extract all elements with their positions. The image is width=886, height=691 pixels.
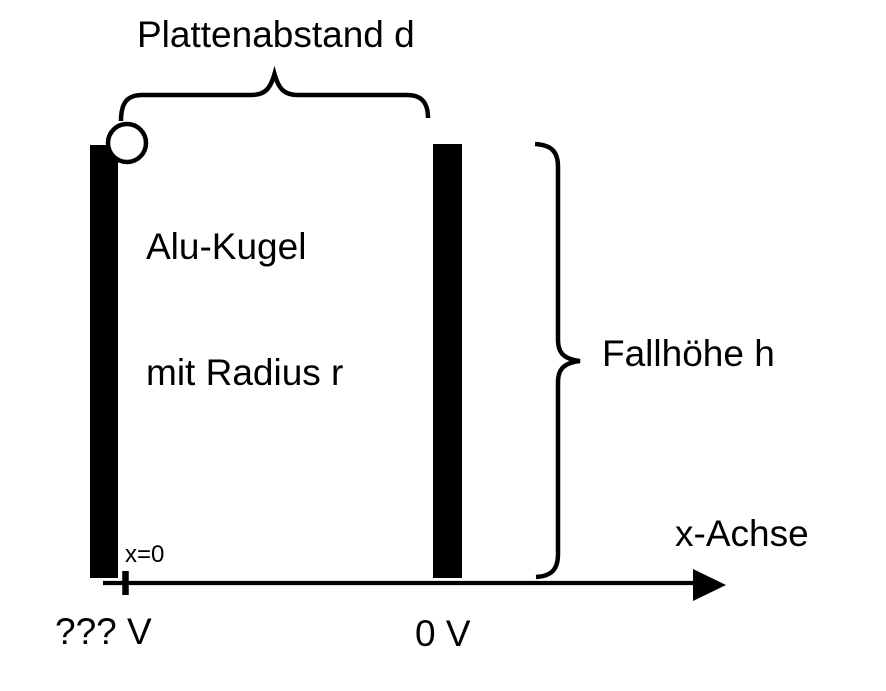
ball-label-line1: Alu-Kugel [146,226,307,267]
plate-distance-brace [118,65,431,122]
plate-distance-label: Plattenabstand d [137,14,415,55]
left-plate [90,145,118,578]
fall-height-label: Fallhöhe h [602,333,775,374]
x-axis-label: x-Achse [675,513,809,554]
right-plate-voltage-label: 0 V [415,613,471,654]
fall-height-brace [534,141,581,580]
alu-ball-icon [105,121,149,165]
right-plate [433,144,462,578]
ball-label-line2: mit Radius r [146,352,344,393]
x-axis-arrowhead-icon [693,569,726,601]
left-plate-voltage-label: ??? V [55,611,152,652]
origin-label: x=0 [125,541,165,568]
ball-label: Alu-Kugel mit Radius r [146,142,343,478]
